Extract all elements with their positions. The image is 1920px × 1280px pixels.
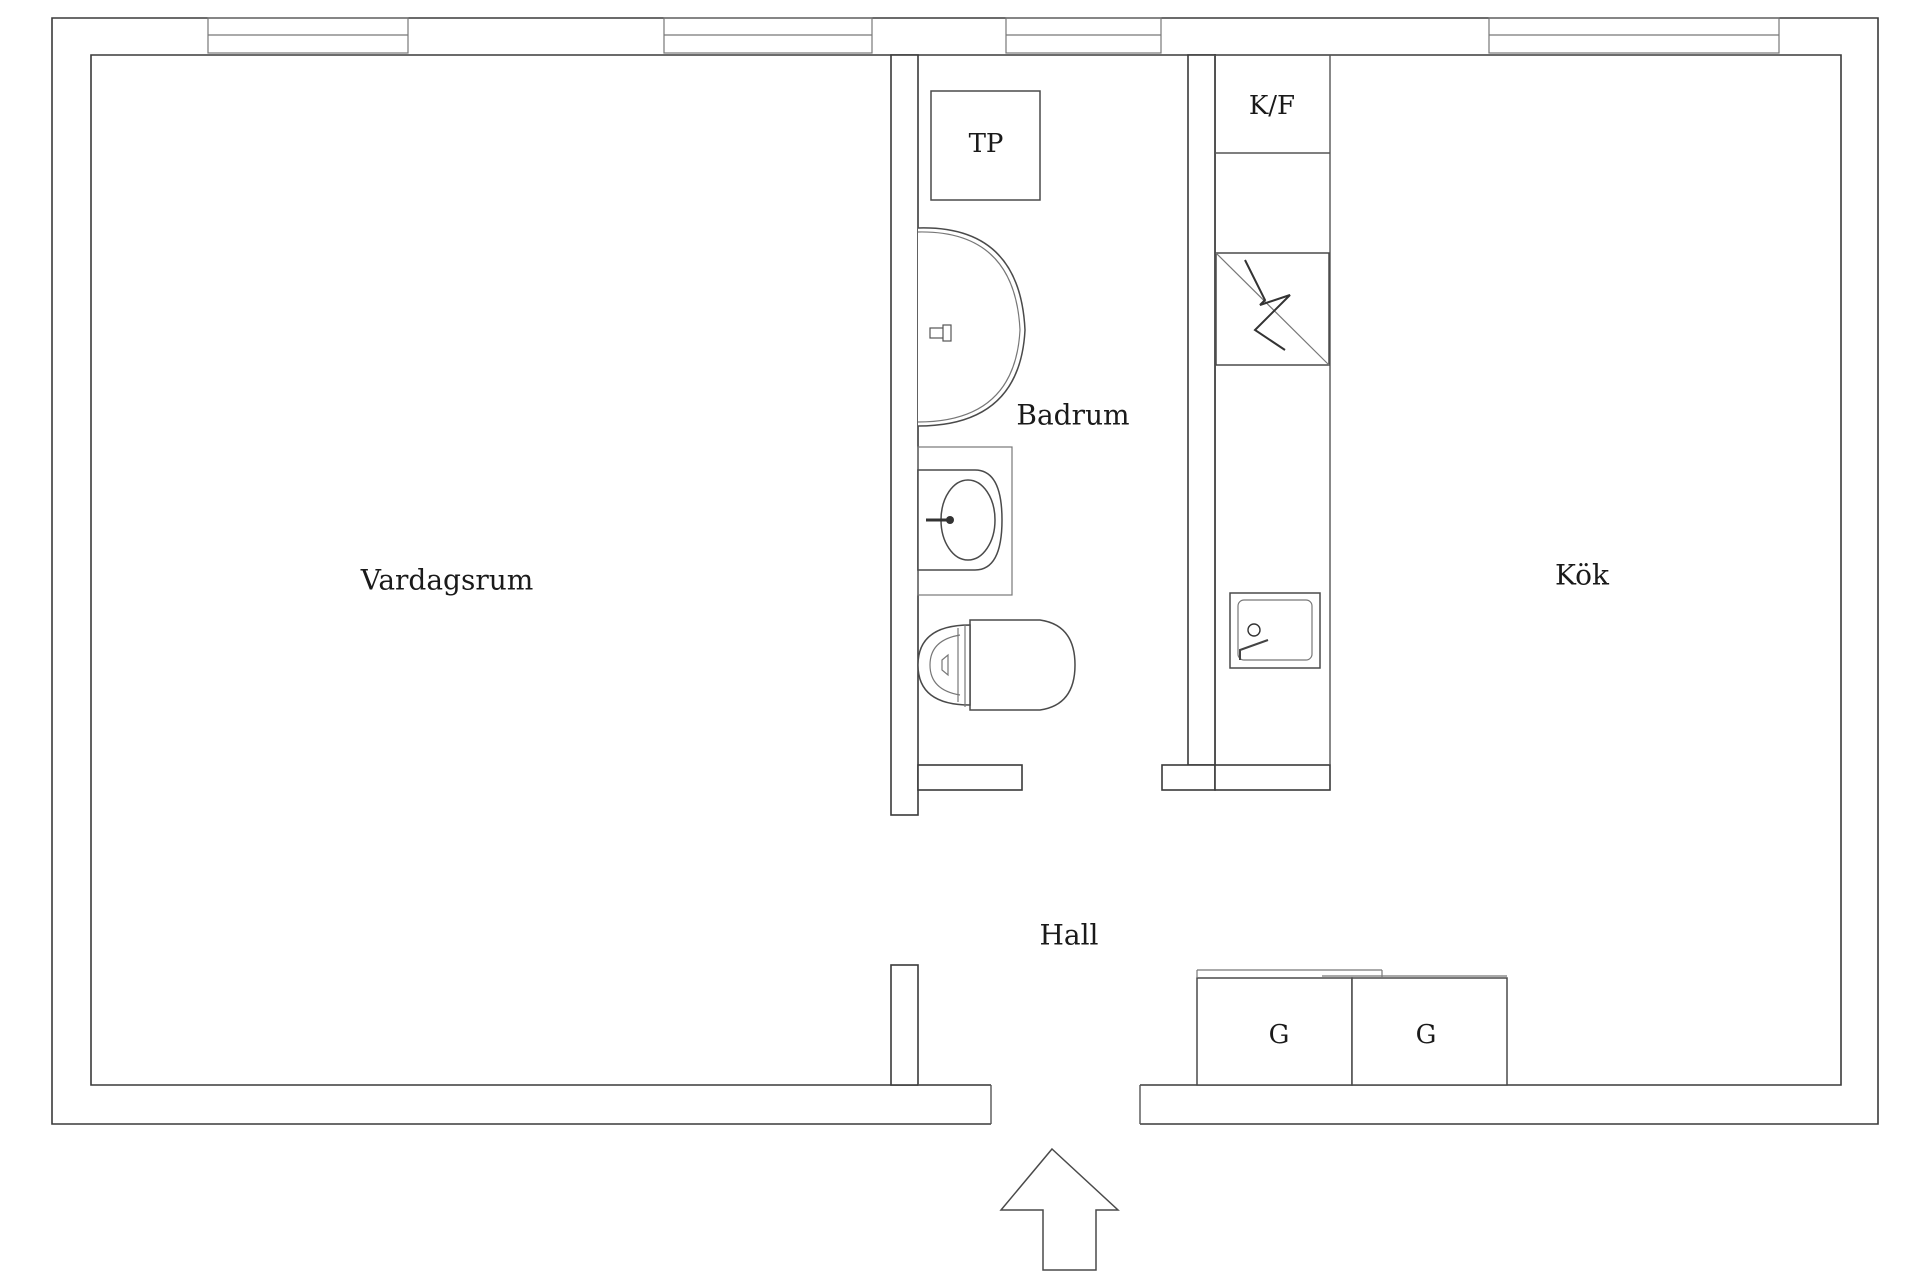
room-label-hall: Hall [1039, 919, 1098, 952]
washbasin-icon [917, 446, 1013, 596]
laundry-box [930, 90, 1041, 201]
wardrobe-2 [1351, 977, 1508, 1086]
entrance-arrow-icon [999, 1147, 1120, 1271]
interior-walls [890, 54, 1331, 1086]
fixture-label-wardrobe-2: G [1416, 1020, 1437, 1050]
room-label-living: Vardagsrum [360, 564, 534, 597]
shower-icon [917, 227, 1026, 427]
wardrobe-1 [1196, 977, 1353, 1086]
toilet-icon [917, 619, 1076, 711]
fixture-label-wardrobe-1: G [1269, 1020, 1290, 1050]
kitchen-fixtures [1215, 252, 1330, 669]
fixture-label-laundry: TP [969, 129, 1004, 159]
wardrobes [1196, 969, 1508, 1086]
fixture-label-fridge-freezer: K/F [1249, 91, 1295, 121]
room-label-bath: Badrum [1016, 399, 1129, 432]
outer-walls [51, 17, 1879, 1126]
stove-icon [1215, 252, 1330, 366]
room-label-kitchen: Kök [1555, 559, 1610, 592]
bathroom-fixtures [917, 90, 1076, 711]
windows [207, 17, 1780, 54]
kitchen-sink-icon [1229, 592, 1321, 669]
